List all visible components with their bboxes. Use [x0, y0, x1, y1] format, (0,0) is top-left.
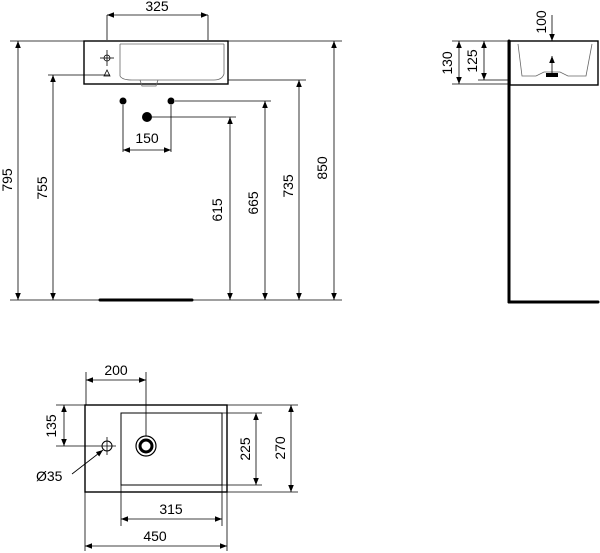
fixing-point-left	[119, 97, 127, 105]
overflow-marker	[103, 69, 111, 77]
dim-text-850: 850	[314, 156, 330, 180]
waste-outlet-point	[142, 112, 152, 122]
dim-text-135: 135	[43, 414, 59, 438]
dim-text-diameter: Ø35	[36, 468, 63, 484]
dim-text-315: 315	[159, 501, 183, 517]
dim-text-735: 735	[280, 174, 296, 198]
front-view: 325 150 795 755 615 665 735	[0, 0, 342, 302]
dim-text-755: 755	[34, 176, 50, 200]
fixing-point-right	[167, 97, 175, 105]
leader-hole-diameter	[71, 449, 104, 475]
dim-text-130: 130	[439, 51, 455, 75]
dim-text-225: 225	[237, 437, 253, 461]
dim-text-450: 450	[143, 528, 167, 544]
drain-outlet	[139, 79, 159, 87]
dim-text-100: 100	[533, 10, 549, 34]
dim-text-795: 795	[0, 168, 15, 192]
side-view: 100 130 125	[439, 10, 600, 304]
dim-text-125: 125	[464, 49, 480, 73]
basin-front-outline	[83, 40, 229, 85]
dim-text-270: 270	[272, 436, 288, 460]
dim-text-665: 665	[245, 191, 261, 215]
dim-text-325: 325	[145, 0, 169, 14]
drain-side	[546, 73, 558, 77]
basin-side-outline	[509, 40, 599, 86]
bowl-outline	[120, 412, 223, 486]
dim-text-150: 150	[135, 130, 159, 146]
basin-inner-contour	[119, 44, 225, 81]
dim-text-200: 200	[104, 362, 128, 378]
top-view: 200 135 Ø35 225 270 315 450	[36, 362, 298, 551]
dim-text-615: 615	[209, 198, 225, 222]
drain-inner-ring	[138, 438, 154, 454]
